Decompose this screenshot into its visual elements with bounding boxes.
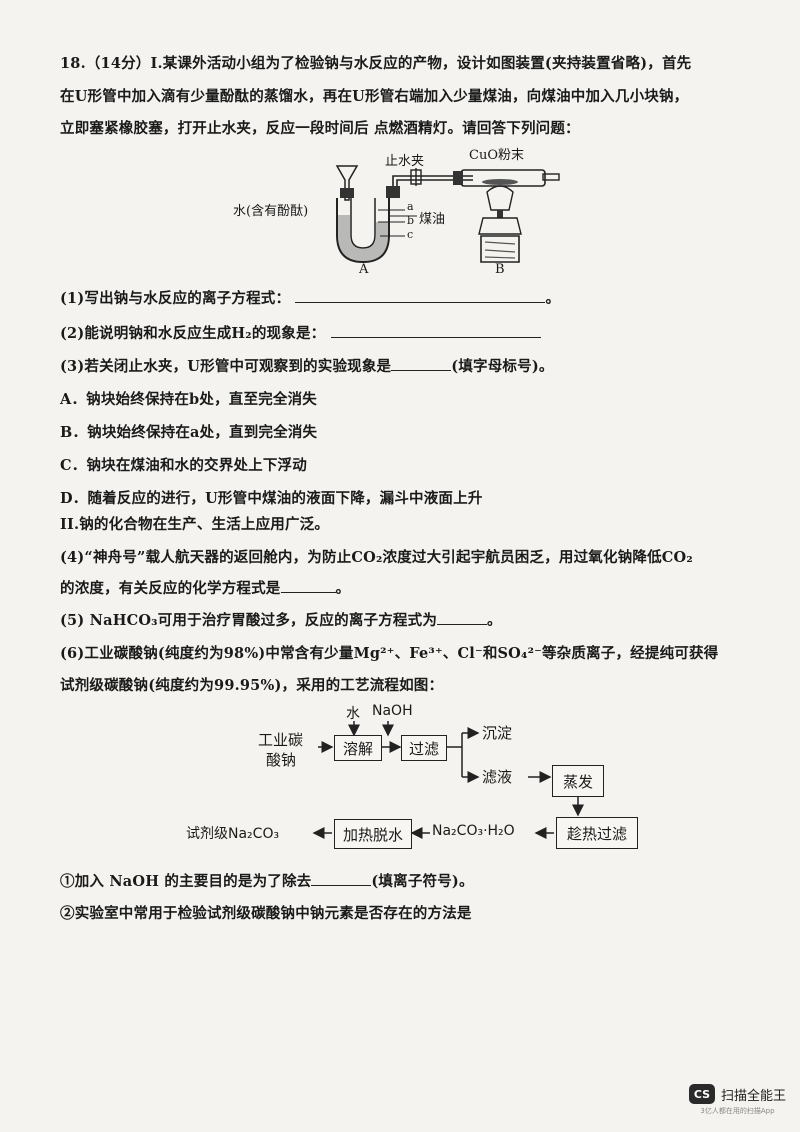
kerosene-label: 煤油: [419, 212, 446, 227]
water-label: 水(含有酚酞): [233, 204, 309, 219]
product-label: 试剂级Na₂CO₃: [186, 826, 280, 842]
flowchart-arrows: [312, 721, 584, 839]
question-2: (2)能说明钠和水反应生成H₂的现象是：: [60, 322, 541, 343]
apparatus-figure: 止水夹 CuO粉末 水(含有酚酞) a b c 煤油 A B: [225, 140, 565, 280]
question-3: (3)若关闭止水夹，U形管中可观察到的实验现象是(填字母标号)。: [60, 356, 554, 375]
answer-blank-4[interactable]: [280, 578, 336, 593]
precipitate-label: 沉淀: [482, 724, 513, 742]
question-6-line-1: (6)工业碳酸钠(纯度约为98%)中常含有少量Mg²⁺、Fe³⁺、Cl⁻和SO₄…: [60, 645, 719, 662]
option-C: C．钠块在煤油和水的交界处上下浮动: [60, 457, 307, 474]
step-dissolve: 溶解: [334, 735, 382, 761]
sub-question-2: ②实验室中常用于检验试剂级碳酸钠中钠元素是否存在的方法是: [60, 905, 472, 922]
apparatus-drawing: [335, 165, 560, 264]
step-evaporate: 蒸发: [552, 765, 604, 797]
option-D: D．随着反应的进行，U形管中煤油的液面下降，漏斗中液面上升: [60, 490, 483, 507]
camscanner-logo-icon: CS: [688, 1084, 715, 1104]
raw-material-label-2: 酸钠: [266, 751, 297, 769]
question-4-line-2: 的浓度，有关反应的化学方程式是。: [60, 578, 351, 597]
label-c: c: [407, 228, 414, 241]
question-header-line-1: 18.（14分）I.某课外活动小组为了检验钠与水反应的产物，设计如图装置(夹持装…: [60, 55, 692, 72]
scanner-watermark: CS 扫描全能王 3亿人都在用的扫描App: [688, 1084, 786, 1116]
step-hot-filter: 趁热过滤: [556, 817, 638, 849]
answer-blank-6[interactable]: [311, 871, 372, 886]
hydrate-label: Na₂CO₃·H₂O: [432, 823, 515, 839]
cuo-label: CuO粉末: [469, 148, 524, 163]
label-a: a: [407, 200, 414, 213]
answer-blank-2[interactable]: [330, 323, 541, 338]
input-water-label: 水: [346, 706, 360, 722]
question-6-line-2: 试剂级碳酸钠(纯度约为99.95%)，采用的工艺流程如图：: [60, 677, 444, 694]
answer-blank-5[interactable]: [437, 610, 488, 625]
part-2-heading: II.钠的化合物在生产、生活上应用广泛。: [60, 516, 330, 533]
answer-blank-3[interactable]: [391, 356, 452, 371]
answer-blank-1[interactable]: [295, 288, 546, 303]
option-B: B．钠块始终保持在a处，直到完全消失: [60, 424, 318, 441]
raw-material-label-1: 工业碳: [258, 731, 304, 749]
sub-question-1: ①加入 NaOH 的主要目的是为了除去(填离子符号)。: [60, 871, 474, 890]
input-naoh-label: NaOH: [372, 703, 413, 719]
option-A: A．钠块始终保持在b处，直至完全消失: [60, 391, 317, 408]
clamp-label: 止水夹: [385, 154, 425, 169]
question-header-line-3: 立即塞紧橡胶塞，打开止水夹，反应一段时间后 点燃酒精灯。请回答下列问题：: [60, 120, 580, 137]
apparatus-B-label: B: [495, 262, 505, 277]
step-filter: 过滤: [401, 735, 447, 761]
question-4-line-1: (4)“神舟号”载人航天器的返回舱内，为防止CO₂浓度过大引起宇航员困乏，用过氧…: [60, 549, 693, 566]
filtrate-label: 滤液: [482, 768, 513, 786]
watermark-subtitle: 3亿人都在用的扫描App: [700, 1107, 775, 1115]
question-1: (1)写出钠与水反应的离子方程式： 。: [60, 288, 561, 307]
step-heat-dehydrate: 加热脱水: [334, 819, 412, 849]
label-b: b: [407, 214, 415, 227]
question-5: (5) NaHCO₃可用于治疗胃酸过多，反应的离子方程式为。: [60, 610, 502, 629]
watermark-title: 扫描全能王: [720, 1088, 786, 1104]
question-header-line-2: 在U形管中加入滴有少量酚酞的蒸馏水，再在U形管右端加入少量煤油，向煤油中加入几小…: [60, 88, 689, 105]
process-flowchart: 工业碳 酸钠 水 NaOH 溶解 过滤 沉淀 滤液 蒸发 趁热过滤 Na₂CO₃…: [180, 703, 660, 855]
apparatus-A-label: A: [359, 262, 369, 277]
